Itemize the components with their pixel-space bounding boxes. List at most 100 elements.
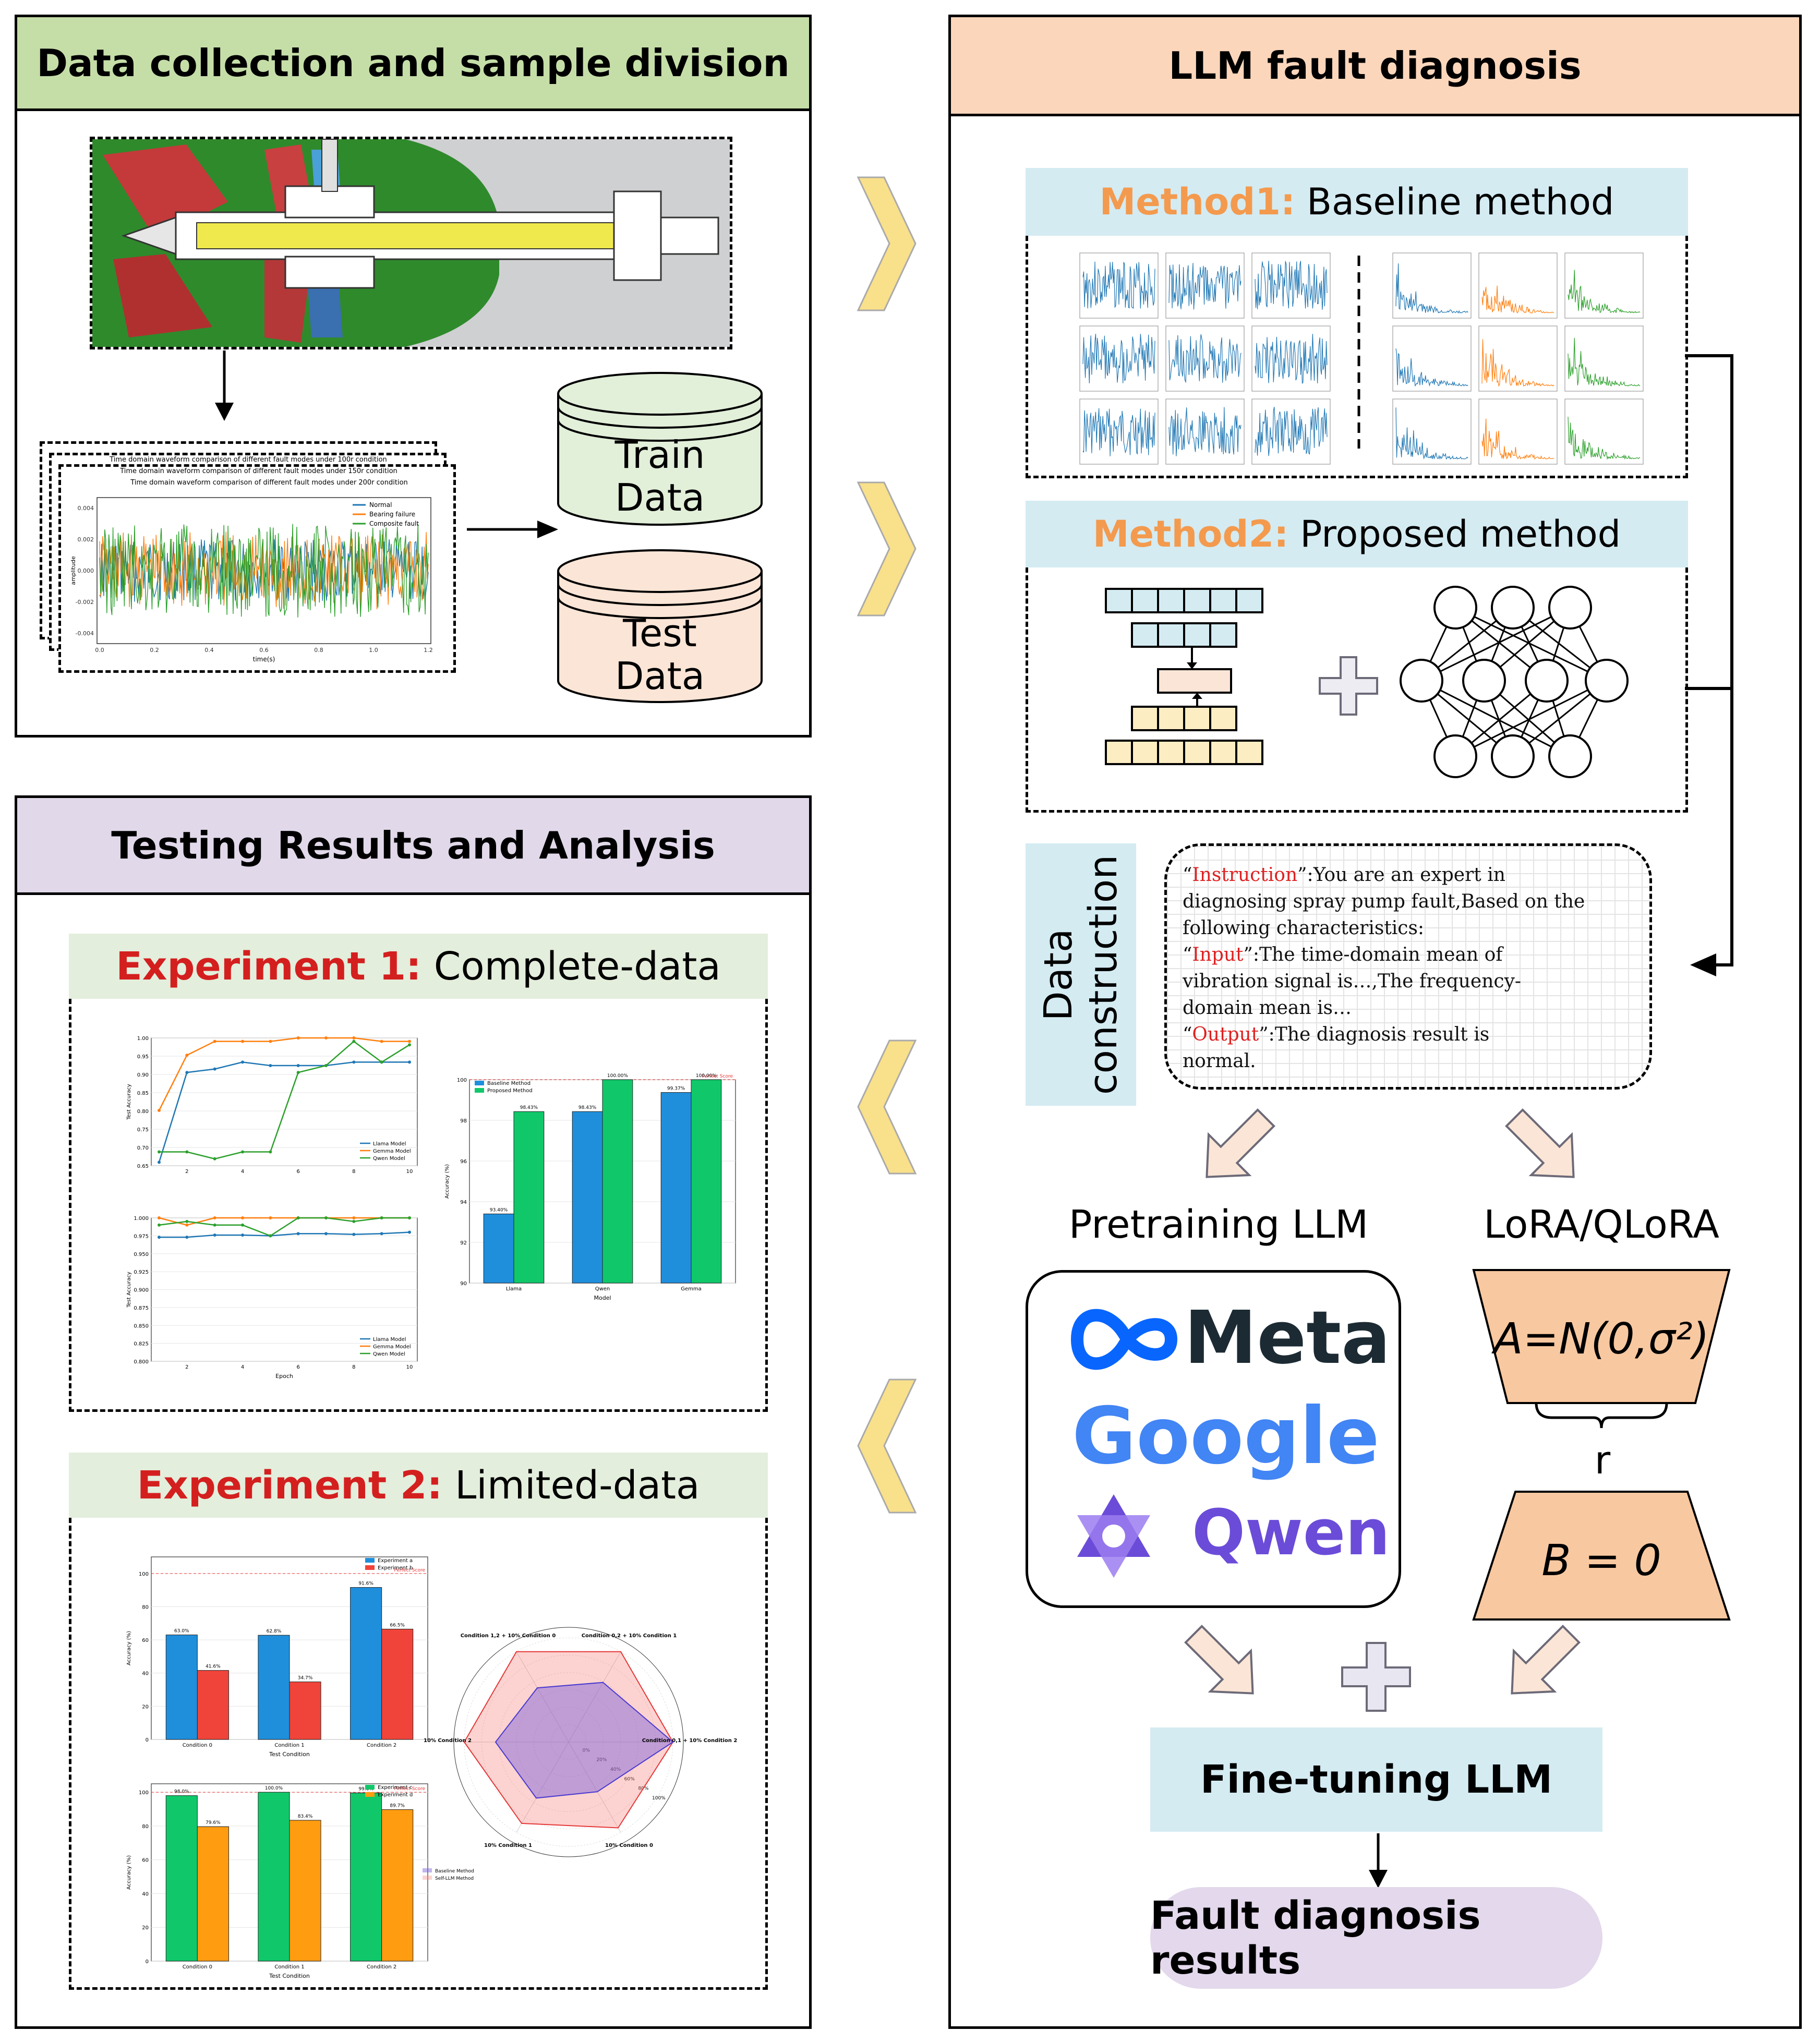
line-chart-point (352, 1060, 356, 1064)
line-chart-point (269, 1216, 272, 1219)
lora-a-formula: A=N(0,σ²) (1491, 1314, 1709, 1364)
bar-chart-bar (289, 1682, 321, 1740)
pretraining-label: Pretraining LLM (1068, 1202, 1369, 1247)
line-chart-point (380, 1039, 383, 1043)
thumbnail-frame (1392, 398, 1472, 465)
bar-chart-value-label: 79.6% (206, 1820, 221, 1826)
experiment-2-header: Experiment 2: Limited-data (69, 1453, 768, 1518)
line-chart-point (352, 1219, 356, 1223)
waveform-xtick: 0.6 (259, 647, 269, 654)
line-chart-series (159, 1217, 409, 1237)
thumbnail-signal (1395, 348, 1468, 387)
line-chart-xtick: 6 (296, 1169, 299, 1175)
bar-chart-legend-label: Experiment c (378, 1785, 412, 1791)
line-chart-xtick: 8 (352, 1364, 355, 1370)
radar-legend-label: Baseline Method (435, 1869, 474, 1874)
google-logo-label: Google (1072, 1391, 1380, 1482)
bar-chart-category: Llama (506, 1286, 522, 1292)
chevron-right-1 (857, 176, 917, 311)
nn-node (1400, 659, 1443, 703)
prompt-text-run: ”:The diagnosis result is (1259, 1024, 1490, 1045)
line-chart-point (185, 1150, 189, 1154)
line-chart-xlabel: Epoch (275, 1373, 293, 1380)
bar-chart-value-label: 100.00% (696, 1073, 717, 1079)
thumbnail-signal (1168, 263, 1242, 310)
line-chart-xtick: 8 (352, 1169, 355, 1175)
method-2-label: Proposed method (1300, 513, 1621, 555)
nn-node (1491, 734, 1535, 778)
finetune-to-results-arrow (1369, 1833, 1388, 1888)
bar-chart-ytick: 80 (142, 1824, 149, 1830)
bar-chart-legend-swatch (365, 1785, 375, 1790)
bar-chart-legend-label: Experiment d (378, 1792, 413, 1798)
bar-chart-category: Condition 1 (274, 1743, 304, 1748)
nn-edge (1421, 607, 1571, 682)
line-chart-point (352, 1039, 356, 1043)
bar-chart-xlabel: Test Condition (269, 1973, 310, 1979)
bar-chart-reference-label: Perfect Score (394, 1786, 425, 1792)
bar-chart-legend-label: Experiment b (378, 1565, 413, 1571)
method-1-label: Baseline method (1306, 180, 1614, 223)
line-chart-point (296, 1071, 300, 1074)
bar-chart-category: Qwen (595, 1286, 610, 1292)
thumbnail-signal (1568, 270, 1641, 313)
train-label-1: Train (614, 433, 705, 477)
radar-axis-label: 10% Condition 1 (484, 1843, 532, 1848)
waveform-xtick: 1.2 (424, 647, 433, 654)
prompt-quote: “ (1183, 944, 1192, 965)
thumbnail-frame (1165, 325, 1245, 392)
waveform-stack: Time domain waveform comparison of diffe… (40, 441, 457, 676)
radar-axis-label: Condition 1,2 + 10% Condition 0 (461, 1633, 556, 1639)
line-chart-point (324, 1036, 328, 1039)
method-1-header: Method1: Baseline method (1026, 168, 1688, 236)
line-chart-point (241, 1039, 244, 1043)
line-chart-ytick: 0.95 (137, 1054, 149, 1060)
line-chart-point (269, 1063, 272, 1067)
prompt-line: normal. (1183, 1050, 1256, 1072)
prompt-line: domain mean is… (1183, 997, 1352, 1019)
bar-chart-ytick: 20 (142, 1925, 149, 1931)
radar-series-polygon (495, 1682, 674, 1799)
radar-axis-label: 10% Condition 2 (424, 1738, 472, 1744)
data-construction-label-box: Data construction (1026, 843, 1136, 1106)
line-chart-point (296, 1216, 300, 1219)
bar-chart-legend-swatch (475, 1088, 484, 1093)
bar-chart-bar (165, 1795, 198, 1962)
radar-spoke (516, 1742, 569, 1833)
plus-icon (1319, 656, 1378, 716)
bar-chart-ytick: 96 (460, 1159, 467, 1165)
waveform-series-line (99, 524, 429, 618)
experiment-1-label: Complete-data (433, 944, 721, 989)
waveform-xlabel: time(s) (253, 656, 275, 663)
line-chart-point (158, 1109, 161, 1113)
bar-chart-bar (602, 1079, 633, 1284)
lora-b-formula: B = 0 (1541, 1536, 1661, 1586)
radar-legend-label: Self-LLM Method (435, 1876, 474, 1881)
thumbnail-signal (1568, 416, 1640, 460)
data-collection-panel: Data collection and sample division (15, 15, 812, 738)
method-2-tag: Method2: (1092, 513, 1289, 555)
waveform-ytick: -0.002 (76, 599, 94, 606)
bar-chart-bar (513, 1111, 545, 1284)
thumbnail-signal (1255, 406, 1328, 456)
thumbnail-frame (1079, 398, 1159, 465)
waveform-ytick: -0.004 (76, 630, 94, 637)
lora-diagram: A=N(0,σ²) r B = 0 (1472, 1269, 1731, 1621)
bar-chart-ytick: 92 (460, 1240, 467, 1246)
line-chart-legend-label: Llama Model (373, 1141, 406, 1147)
thumbnail-signal (1082, 334, 1155, 383)
waveform-ylabel: amplitude (70, 556, 77, 585)
experiment-2-tag: Experiment 2: (137, 1462, 443, 1508)
line-chart-point (269, 1150, 272, 1154)
bar-chart-bar (350, 1792, 382, 1962)
thumbnail-signal (1255, 261, 1328, 310)
transformer-diagram (1105, 588, 1263, 765)
bar-chart-ytick: 0 (146, 1959, 149, 1965)
line-chart-point (241, 1223, 244, 1227)
prompt-text-run: ”:The time-domain mean of (1243, 944, 1503, 965)
thumbnail-signal (1082, 408, 1155, 456)
line-chart-legend-label: Qwen Model (373, 1351, 405, 1357)
bar-chart-reference-label: Perfect Score (394, 1568, 425, 1573)
chevron-left-2 (857, 1379, 917, 1514)
